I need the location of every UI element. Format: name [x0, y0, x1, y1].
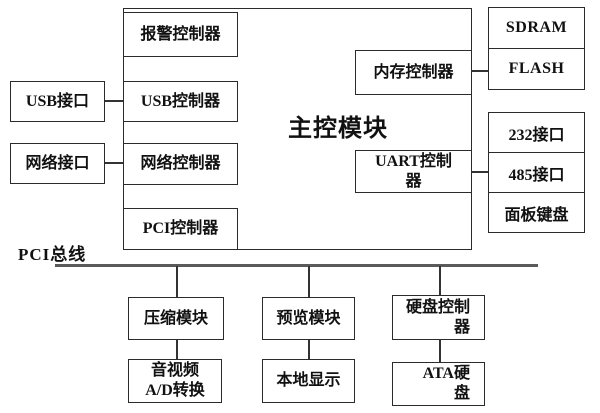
local-display-box: 本地显示: [262, 359, 355, 403]
preview-module-box: 预览模块: [262, 297, 355, 340]
connector-bus-preview: [308, 266, 310, 297]
pci-bus-label: PCI总线: [18, 245, 87, 264]
pci-controller-box: PCI控制器: [123, 208, 238, 250]
compression-module-box: 压缩模块: [128, 297, 224, 340]
interface-232-box: 232接口: [508, 126, 565, 144]
ata-hdd-box: ATA硬 盘: [392, 362, 485, 406]
alarm-controller-box: 报警控制器: [123, 12, 238, 57]
usb-controller-box: USB控制器: [123, 81, 238, 122]
connector-network-interface: [105, 162, 123, 164]
flash-box: FLASH: [489, 48, 584, 89]
connector-memory-flash: [471, 70, 488, 72]
io-stack: 232接口 485接口 面板键盘: [488, 112, 585, 233]
connector-uart-485: [471, 171, 488, 173]
connector-preview-display: [308, 340, 310, 359]
panel-keyboard-box: 面板键盘: [489, 192, 584, 232]
connector-usb-interface: [105, 100, 123, 102]
memory-controller-box: 内存控制器: [355, 50, 472, 95]
main-module-title: 主控模块: [288, 116, 388, 142]
usb-interface-box: USB接口: [10, 81, 105, 122]
interface-485-box: 485接口: [489, 152, 584, 192]
av-ad-converter-box: 音视频 A/D转换: [128, 359, 222, 403]
connector-compression-av: [176, 340, 178, 359]
network-interface-box: 网络接口: [10, 143, 105, 184]
connector-bus-compression: [176, 266, 178, 297]
connector-hdd-ata: [439, 340, 441, 362]
uart-controller-box: UART控制 器: [355, 150, 472, 193]
hdd-controller-box: 硬盘控制 器: [392, 295, 485, 340]
network-controller-box: 网络控制器: [123, 143, 238, 185]
connector-bus-hdd-controller: [439, 266, 441, 295]
pci-bus-line: [55, 264, 538, 267]
memory-stack: SDRAM FLASH: [488, 7, 585, 90]
sdram-box: SDRAM: [505, 19, 568, 36]
